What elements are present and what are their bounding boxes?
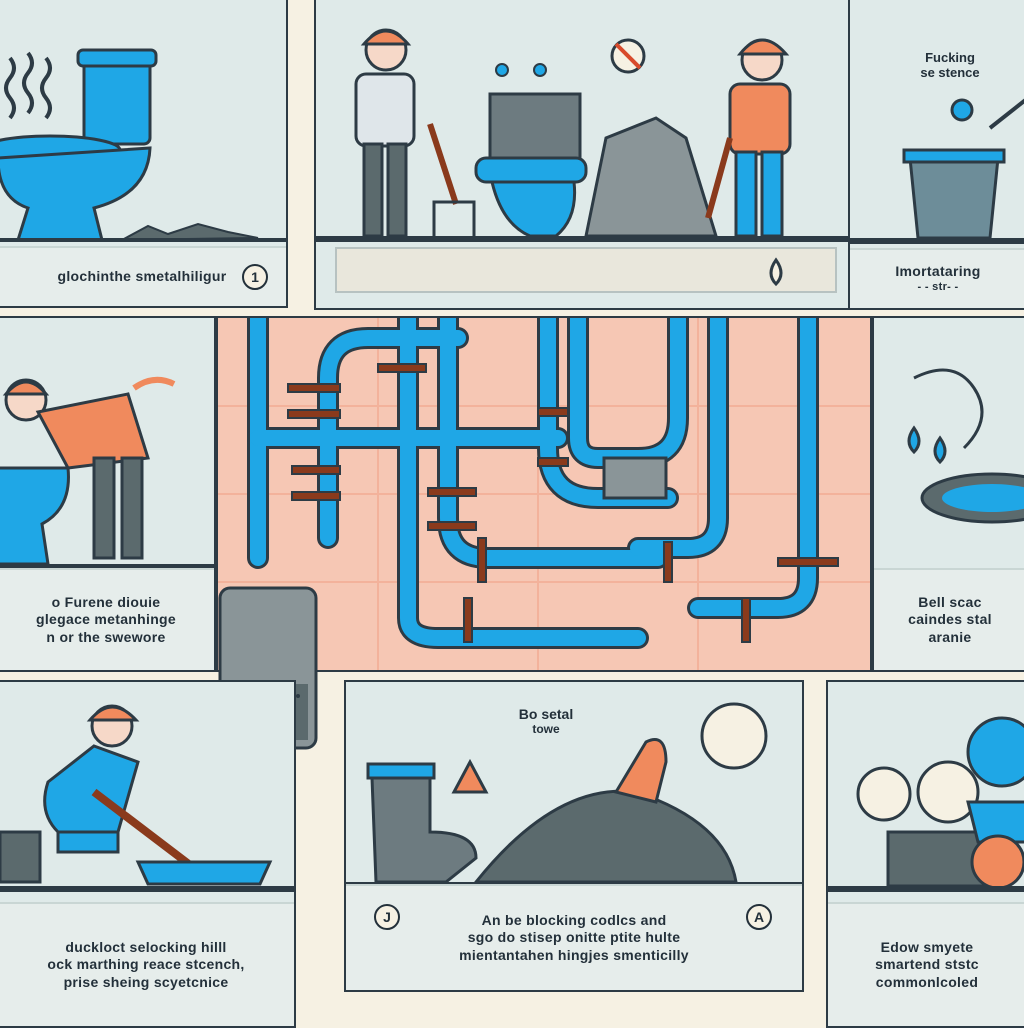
worker-bending-illustration: [0, 376, 214, 570]
caption-badge-right: A: [746, 904, 772, 930]
caption-panel-3: Imortataring - - str- -: [850, 248, 1024, 308]
panel-workers-site: [314, 0, 850, 310]
caption-line: smartend ststc: [875, 956, 979, 973]
caption-line: - - str- -: [917, 280, 959, 293]
panel-water-splash: Bell scac caindes stal aranie: [872, 316, 1024, 672]
panel-title: Fucking se stence: [880, 50, 1020, 80]
caption-line: caindes stal: [908, 611, 992, 628]
caption-line: duckloct selocking hilll: [65, 938, 227, 955]
pipe-illustration: [218, 318, 870, 670]
caption-panel-8: Edow smyete smartend ststc commonlcoled: [828, 902, 1024, 1026]
caption-line: mientantahen hingjes smenticilly: [459, 946, 689, 963]
panel-blockage-rocks: Bo setal towe An be blocking codlcs and …: [344, 680, 804, 992]
caption-line: Imortataring: [895, 263, 981, 280]
workers-illustration: [316, 28, 848, 293]
caption-line: n or the swewore: [46, 628, 166, 645]
header-line: towe: [532, 722, 560, 736]
bucket-illustration: [850, 98, 1024, 244]
caption-panel-4: o Furene diouie glegace metanhinge n or …: [0, 568, 214, 670]
pipe-network: [216, 316, 872, 672]
caption-panel-5: Bell scac caindes stal aranie: [874, 568, 1024, 670]
caption-line: glegace metanhinge: [36, 611, 176, 628]
caption-line: Edow smyete: [880, 938, 974, 955]
shovel-illustration: [0, 704, 294, 892]
title-line: Fucking: [925, 50, 975, 65]
equipment-illustration: [828, 716, 1024, 892]
toilet-illustration: [0, 48, 286, 242]
splash-illustration: [907, 368, 1024, 524]
caption-line: sgo do stisep onitte ptite hulte: [467, 929, 681, 946]
step-badge: 1: [242, 264, 268, 290]
caption-panel-6: duckloct selocking hilll ock marthing re…: [0, 902, 294, 1026]
caption-line: ock marthing reace stcench,: [47, 956, 245, 973]
panel-header: Bo setal towe: [466, 706, 626, 736]
caption-line: An be blocking codlcs and: [481, 911, 667, 928]
panel-worker-shovel: duckloct selocking hilll ock marthing re…: [0, 680, 296, 1028]
caption-line: o Furene diouie: [51, 593, 161, 610]
title-line: se stence: [920, 65, 980, 80]
panel-equipment: Edow smyete smartend ststc commonlcoled: [826, 680, 1024, 1028]
header-line: Bo setal: [518, 706, 574, 722]
caption-line: aranie: [928, 628, 972, 645]
panel-flushing-bucket: Fucking se stence Imortataring - - str- …: [848, 0, 1024, 310]
panel-worker-toilet: o Furene diouie glegace metanhinge n or …: [0, 316, 216, 672]
caption-line: commonlcoled: [875, 973, 979, 990]
caption-line: glochinthe smetalhiligur: [57, 268, 227, 285]
caption-line: prise sheing scyetcnice: [63, 973, 229, 990]
panel-toilet-smell: glochinthe smetalhiligur 1: [0, 0, 288, 308]
caption-badge-left: J: [374, 904, 400, 930]
caption-panel-1: glochinthe smetalhiligur: [0, 246, 286, 306]
caption-panel-7: An be blocking codlcs and sgo do stisep …: [346, 884, 802, 990]
caption-line: Bell scac: [918, 593, 982, 610]
